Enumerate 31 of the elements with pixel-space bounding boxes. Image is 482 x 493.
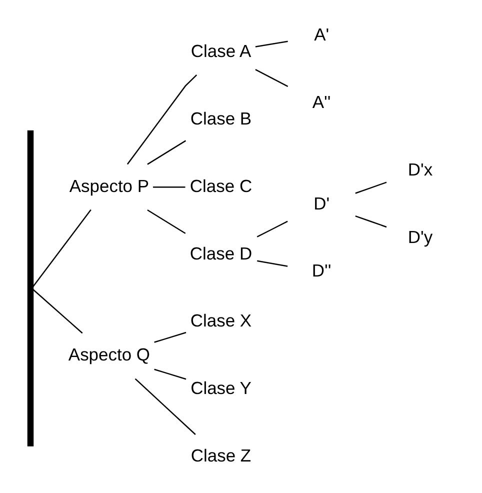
connector [355, 215, 387, 228]
node-text: Clase Y [190, 378, 252, 398]
node-text: A' [314, 24, 330, 45]
connector [257, 260, 288, 267]
node-brace [27, 130, 34, 446]
connector [255, 69, 288, 88]
connector [134, 378, 196, 435]
connector [126, 74, 198, 165]
node-text: Clase Z [190, 446, 252, 466]
node-text: Aspecto P [69, 176, 150, 196]
node-text: Clase C [190, 176, 252, 196]
node-text: Clase A [190, 40, 252, 61]
node-text: A'' [312, 92, 331, 112]
node-text: D'' [312, 260, 332, 281]
connector [154, 332, 186, 343]
node-text: Aspecto Q [68, 344, 150, 364]
connector [256, 220, 288, 238]
node-text: Clase B [190, 108, 252, 128]
connector [32, 209, 92, 287]
node-text: D'x [408, 160, 433, 180]
connector [147, 140, 186, 165]
node-text: D' [314, 193, 330, 214]
connector [154, 368, 186, 380]
connector [255, 40, 288, 48]
node-text: Clase X [190, 310, 252, 331]
node-text: Clase D [190, 243, 252, 264]
node-text: D'y [408, 227, 433, 247]
connector [355, 182, 387, 194]
connector [153, 186, 186, 188]
connector [147, 209, 186, 234]
connector [32, 289, 83, 334]
